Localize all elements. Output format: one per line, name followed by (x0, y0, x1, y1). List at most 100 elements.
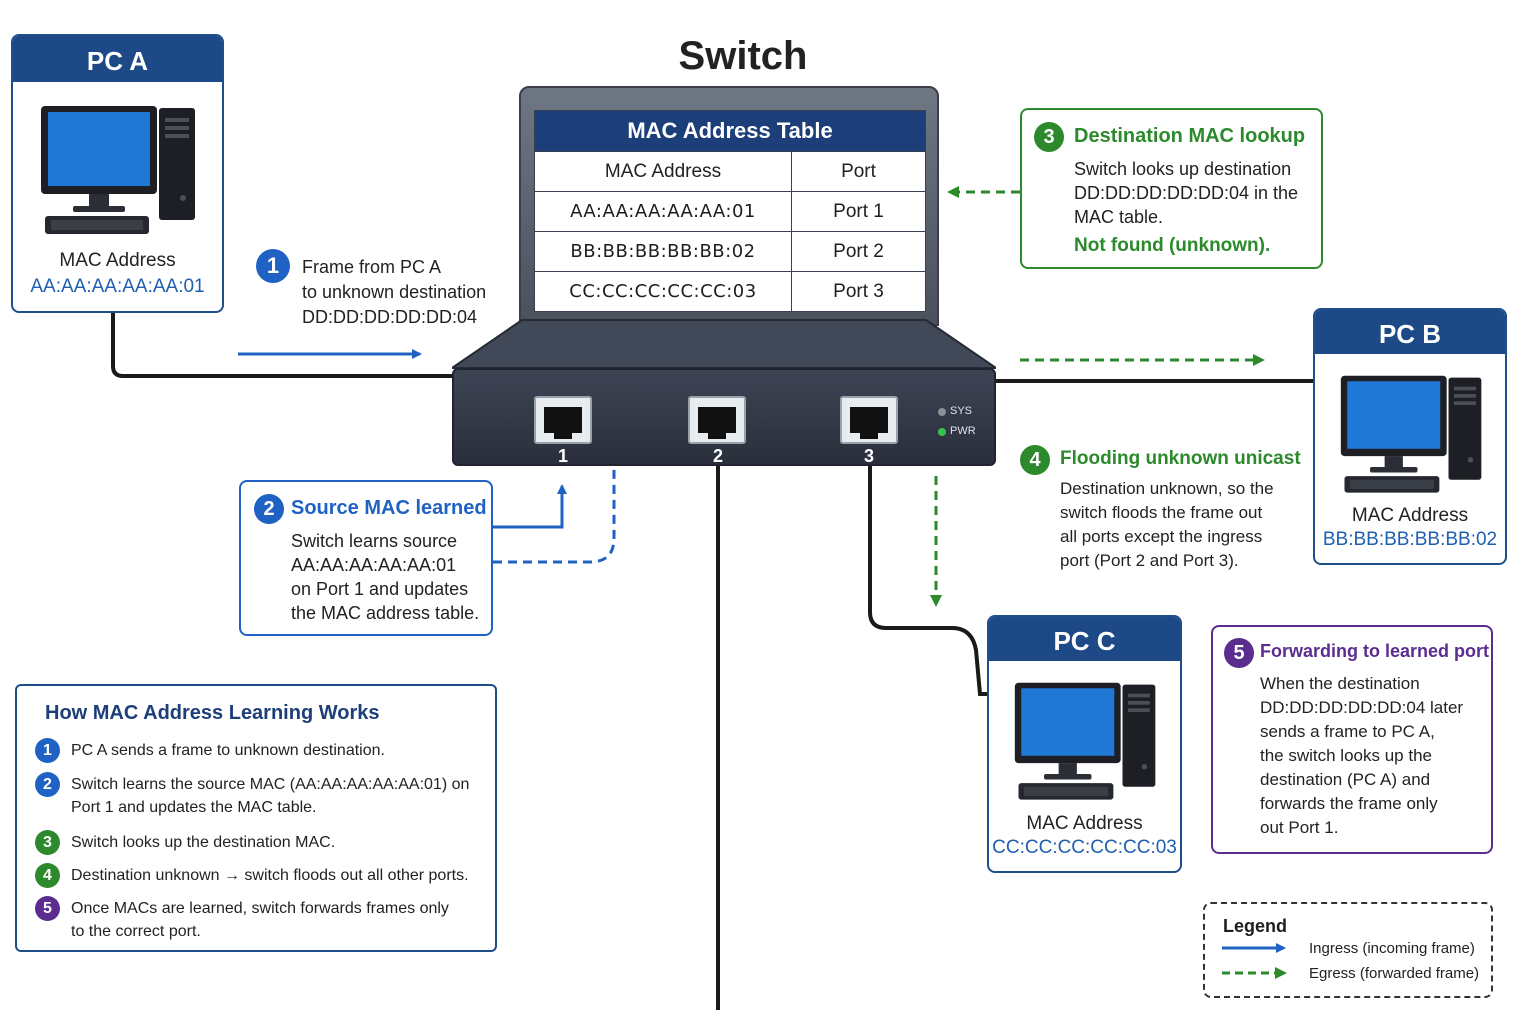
legend-egress-label: Egress (forwarded frame) (1309, 965, 1480, 982)
step-2-callout: 2 Source MAC learned Switch learns sourc… (239, 480, 493, 636)
step-badge-5: 5 (1224, 638, 1254, 668)
step-5-line: destination (PC A) and (1260, 770, 1431, 789)
step-3-title: Destination MAC lookup (1074, 125, 1306, 147)
port-cell: Port 2 (791, 231, 926, 272)
computer-icon (1014, 682, 1156, 800)
step-3-result: Not found (unknown). (1074, 235, 1271, 256)
list-item-text: Once MACs are learned, switch forwards f… (71, 900, 449, 940)
step-1-text: Frame from PC A to unknown destination D… (302, 255, 512, 330)
step-badge-2: 2 (35, 772, 60, 797)
switch-port-3[interactable] (840, 396, 898, 444)
cable-pc-a (111, 312, 454, 378)
pwr-led-icon (938, 428, 946, 436)
sys-led-label: SYS (950, 405, 973, 417)
port-number-1: 1 (557, 446, 568, 466)
step-5-line: DD:DD:DD:DD:DD:04 later (1260, 698, 1464, 717)
port-number-3: 3 (863, 446, 874, 466)
step-badge-5: 5 (35, 896, 60, 921)
computer-icon (41, 106, 195, 234)
port-column-header: Port (791, 151, 926, 192)
step-badge-2: 2 (254, 494, 284, 524)
pc-c-card[interactable]: PC C MAC Address CC:CC:CC:CC:CC:03 (987, 615, 1182, 873)
mac-column-header: MAC Address (534, 151, 792, 192)
step-2-line: Switch learns source (291, 531, 458, 551)
step-4-line: Destination unknown, so the (1060, 479, 1274, 498)
step-2-title: Source MAC learned (291, 497, 487, 519)
mac-cell: BB:BB:BB:BB:BB:02 (534, 231, 792, 272)
table-row: AA:AA:AA:AA:AA:01 Port 1 (534, 191, 926, 232)
list-item-text: Switch looks up the destination MAC. (71, 834, 336, 851)
table-row: CC:CC:CC:CC:CC:03 Port 3 (534, 271, 926, 312)
step-2-line: the MAC address table. (291, 603, 480, 623)
switch-port-2[interactable] (688, 396, 746, 444)
step-3-line: Switch looks up destination (1074, 159, 1292, 179)
mac-cell: AA:AA:AA:AA:AA:01 (534, 191, 792, 232)
step-5-title: Forwarding to learned port (1260, 641, 1490, 661)
pc-c-mac-value: CC:CC:CC:CC:CC:03 (992, 837, 1177, 858)
list-item-text: PC A sends a frame to unknown destinatio… (71, 742, 385, 759)
step-3-line: MAC table. (1074, 207, 1164, 227)
pc-b-name: PC B (1315, 310, 1505, 354)
switch-title: Switch (678, 34, 808, 78)
step-4-annotation: 4 Flooding unknown unicast Destination u… (1020, 445, 1310, 575)
mac-table-caption: MAC Address Table (534, 110, 926, 152)
legend: Legend Ingress (incoming frame) Egress (… (1203, 902, 1493, 998)
step-5-line: When the destination (1260, 674, 1420, 693)
step-4-title: Flooding unknown unicast (1060, 448, 1301, 469)
step-1-line: DD:DD:DD:DD:DD:04 (302, 307, 478, 327)
mac-address-table: MAC Address Table MAC Address Port AA:AA… (534, 110, 926, 312)
mac-cell: CC:CC:CC:CC:CC:03 (534, 271, 792, 312)
step-5-line: the switch looks up the (1260, 746, 1432, 765)
step-5-callout: 5 Forwarding to learned port When the de… (1211, 625, 1493, 854)
step-badge-4: 4 (1020, 445, 1050, 475)
legend-ingress-label: Ingress (incoming frame) (1309, 940, 1475, 957)
pc-b-mac-label: MAC Address (1351, 505, 1469, 526)
step-4-line: port (Port 2 and Port 3). (1060, 551, 1239, 570)
step-3-callout: 3 Destination MAC lookup Switch looks up… (1020, 108, 1323, 269)
pc-a-mac-value: AA:AA:AA:AA:AA:01 (30, 276, 205, 297)
pc-a-card[interactable]: PC A MAC Address AA:AA:AA:AA:AA:01 (11, 34, 224, 313)
step-4-line: all ports except the ingress (1060, 527, 1263, 546)
step-badge-3: 3 (35, 830, 60, 855)
pc-c-name: PC C (989, 617, 1180, 661)
learn-arrow-port1 (493, 484, 567, 529)
cable-pc-c (868, 466, 988, 696)
step-1-line: Frame from PC A (302, 257, 442, 277)
update-table-arrow (493, 328, 619, 564)
table-row: BB:BB:BB:BB:BB:02 Port 2 (534, 231, 926, 272)
computer-icon (1340, 375, 1482, 493)
port-cell: Port 3 (791, 271, 926, 312)
network-switch: 1 2 3 SYS PWR (452, 368, 996, 466)
step-badge-1: 1 (256, 249, 290, 283)
how-it-works-title: How MAC Address Learning Works (45, 702, 380, 724)
pc-a-name: PC A (13, 36, 222, 82)
step-3-text: Switch looks up destination DD:DD:DD:DD:… (1074, 157, 1319, 258)
step-1-line: to unknown destination (302, 282, 487, 302)
list-item-text: Destination unknown → switch floods out … (71, 867, 469, 884)
port-cell: Port 1 (791, 191, 926, 232)
switch-top-panel (452, 319, 996, 369)
how-it-works-panel: How MAC Address Learning Works 1 PC A se… (15, 684, 497, 952)
port-number-2: 2 (712, 446, 723, 466)
step-badge-4: 4 (35, 863, 60, 888)
step-2-line: AA:AA:AA:AA:AA:01 (291, 555, 457, 575)
step-4-text: Destination unknown, so the switch flood… (1060, 477, 1310, 573)
pc-b-card[interactable]: PC B MAC Address BB:BB:BB:BB:BB:02 (1313, 308, 1507, 565)
step-2-text: Switch learns source AA:AA:AA:AA:AA:01 o… (291, 529, 491, 625)
step-badge-3: 3 (1034, 122, 1064, 152)
switch-port-1[interactable] (534, 396, 592, 444)
step-3-line: DD:DD:DD:DD:DD:04 in the (1074, 183, 1299, 203)
sys-led-icon (938, 408, 946, 416)
pwr-led-label: PWR (950, 425, 976, 437)
step-5-line: forwards the frame only (1260, 794, 1438, 813)
step-5-line: out Port 1. (1260, 818, 1339, 837)
pc-b-mac-value: BB:BB:BB:BB:BB:02 (1322, 529, 1498, 550)
pc-c-mac-label: MAC Address (1026, 813, 1143, 834)
pc-a-mac-label: MAC Address (59, 250, 176, 271)
list-item-text: Switch learns the source MAC (AA:AA:AA:A… (71, 776, 470, 816)
step-5-text: When the destination DD:DD:DD:DD:DD:04 l… (1260, 672, 1490, 840)
step-2-line: on Port 1 and updates (291, 579, 469, 599)
step-5-line: sends a frame to PC A, (1260, 722, 1435, 741)
legend-title: Legend (1223, 916, 1288, 936)
